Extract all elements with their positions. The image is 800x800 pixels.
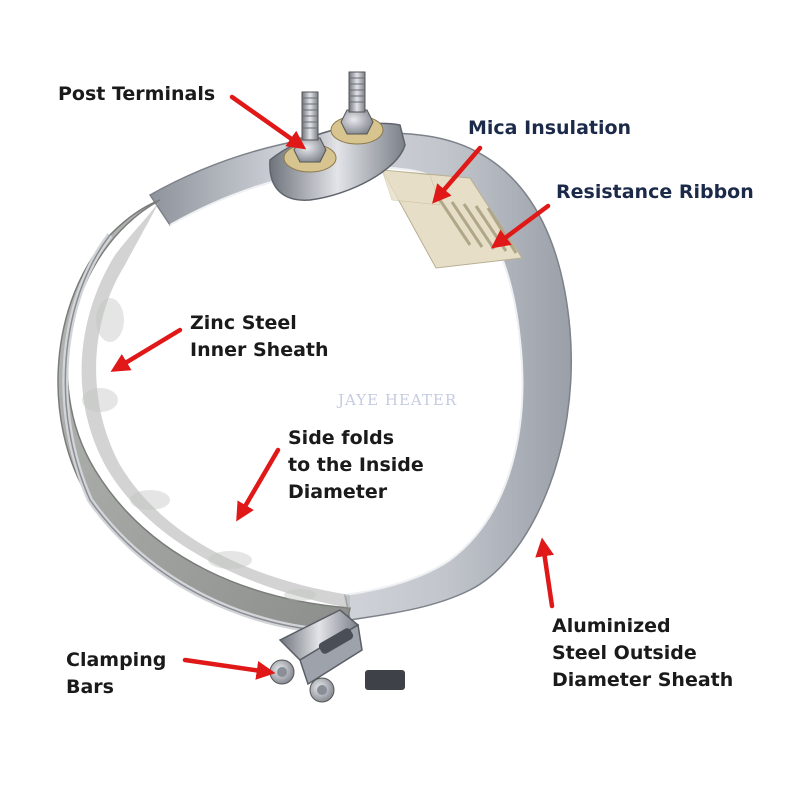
arrow-mica-insulation (432, 145, 483, 204)
label-mica-insulation: Mica Insulation (468, 117, 631, 139)
watermark: JAYE HEATER (336, 391, 457, 409)
label-aluminized-3: Diameter Sheath (552, 669, 733, 691)
callout-labels: Post Terminals Mica Insulation Resistanc… (58, 83, 754, 698)
arrow-side-folds (236, 447, 281, 522)
label-zinc-steel-1: Zinc Steel (190, 312, 297, 334)
outer-sheath (148, 132, 572, 621)
arrow-clamping-bars (182, 657, 276, 680)
label-zinc-steel-2: Inner Sheath (190, 339, 329, 361)
mica-insulation-window (381, 169, 523, 269)
inner-sheath (57, 199, 351, 635)
arrow-post-terminals (229, 94, 307, 150)
label-clamping-1: Clamping (66, 649, 166, 671)
label-post-terminals: Post Terminals (58, 83, 215, 105)
arrow-resistance-ribbon (490, 203, 551, 249)
label-side-folds-3: Diameter (288, 481, 388, 503)
label-clamping-2: Bars (66, 676, 114, 698)
clamping-bars (269, 609, 405, 703)
arrow-zinc-steel (110, 327, 183, 372)
label-side-folds-2: to the Inside (288, 454, 424, 476)
arrow-aluminized (535, 537, 555, 609)
callout-arrows (110, 94, 555, 680)
terminal-nut-right (340, 109, 374, 135)
label-resistance-ribbon: Resistance Ribbon (556, 181, 754, 203)
label-aluminized-2: Steel Outside (552, 642, 697, 664)
label-side-folds-1: Side folds (288, 427, 394, 449)
label-aluminized-1: Aluminized (552, 615, 671, 637)
